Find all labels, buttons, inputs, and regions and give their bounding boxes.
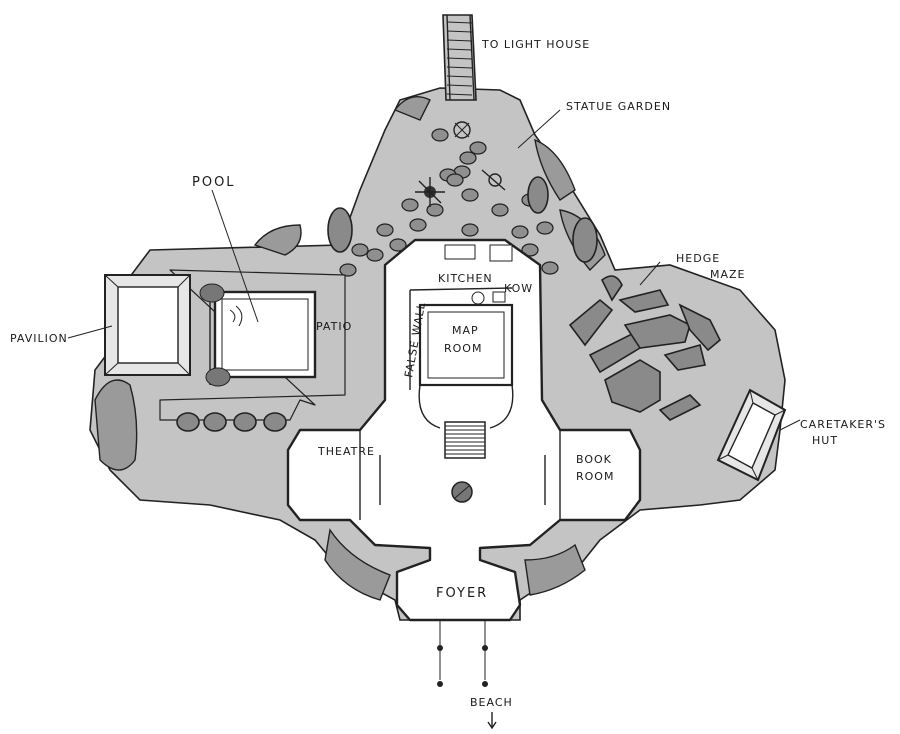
stepping-stone — [431, 128, 449, 142]
label-book-room-line1: BOOK — [576, 453, 612, 466]
lighthouse-path[interactable] — [446, 14, 475, 101]
pool[interactable] — [213, 290, 317, 379]
label-lighthouse: TO LIGHT HOUSE — [481, 38, 590, 51]
stepping-stone — [339, 263, 357, 277]
label-caretakers-line1: CARETAKER'S — [800, 418, 886, 431]
stepping-stone — [459, 151, 477, 165]
lounger-icon — [199, 283, 225, 303]
beach-path[interactable] — [437, 620, 497, 730]
label-kitchen: KITCHEN — [438, 272, 493, 285]
ladder-rung — [446, 84, 473, 87]
stepping-stone — [366, 248, 384, 262]
ladder-rung — [446, 57, 473, 60]
caretakers-hut[interactable] — [716, 388, 801, 482]
hedge-bush — [203, 412, 227, 432]
label-beach: BEACH — [470, 696, 513, 709]
emblem-icon — [451, 481, 473, 503]
label-hedge-maze-line1: HEDGE — [676, 252, 720, 265]
hedge-bush — [233, 412, 257, 432]
lighthouse-path-ground — [442, 14, 477, 101]
label-foyer: FOYER — [436, 586, 488, 601]
shrub-west-upper — [253, 224, 302, 256]
label-caretakers-line2: HUT — [812, 434, 838, 447]
label-theatre: THEATRE — [317, 445, 375, 458]
pool-pointer — [211, 189, 259, 323]
hedge-bush — [263, 412, 287, 432]
ladder-rung — [446, 30, 473, 33]
stepping-stone — [511, 225, 529, 239]
statue-icon — [415, 177, 445, 207]
label-hedge-maze-line2: MAZE — [710, 268, 746, 281]
stepping-stone — [351, 243, 369, 257]
topiary — [327, 207, 353, 253]
label-book-room-line2: ROOM — [576, 470, 614, 483]
ladder-rung — [446, 66, 473, 69]
statue-icon — [481, 169, 506, 191]
ladder-rung — [446, 93, 473, 96]
shrub-south-right — [524, 543, 586, 596]
label-patio: PATIO — [316, 320, 352, 333]
stepping-stone — [469, 141, 487, 155]
ladder-rung — [446, 75, 473, 78]
ladder-rung — [446, 21, 473, 24]
stepping-stone — [426, 203, 444, 217]
stepping-stone — [401, 198, 419, 212]
ladder-rung — [446, 48, 473, 51]
statue-garden[interactable] — [339, 121, 559, 277]
stepping-stone — [446, 173, 464, 187]
shrub-left — [94, 379, 138, 471]
map-room[interactable] — [418, 303, 514, 387]
topiary — [572, 217, 598, 263]
stepping-stone — [376, 223, 394, 237]
hedge-maze-pointer — [639, 261, 661, 286]
shrub-top-left — [393, 96, 431, 121]
label-statue-garden: STATUE GARDEN — [566, 100, 671, 113]
label-map-room-line2: ROOM — [444, 342, 482, 355]
label-pavilion: PAVILION — [10, 332, 68, 345]
stepping-stone — [389, 238, 407, 252]
hedge-maze[interactable] — [568, 261, 721, 421]
shrub-right-1 — [534, 138, 576, 201]
house[interactable] — [286, 238, 642, 622]
hut-pointer — [779, 419, 801, 431]
stepping-stone — [409, 218, 427, 232]
stepping-stone — [536, 221, 554, 235]
topiary — [527, 176, 549, 214]
stairs[interactable] — [418, 384, 514, 459]
stepping-stone — [521, 243, 539, 257]
hedge-bush — [176, 412, 200, 432]
pavilion-pointer — [67, 325, 113, 339]
pavilion[interactable] — [67, 274, 191, 376]
ladder-rung — [446, 39, 473, 42]
lounger-icon — [205, 367, 231, 387]
stepping-stone — [461, 223, 479, 237]
stepping-stone — [541, 261, 559, 275]
stepping-stone — [491, 203, 509, 217]
shrub-south-left — [324, 528, 391, 601]
label-pool: POOL — [192, 175, 236, 190]
stepping-stone — [461, 188, 479, 202]
statue-icon — [453, 121, 471, 139]
statue-garden-pointer — [517, 109, 561, 149]
label-map-room-line1: MAP — [452, 324, 479, 337]
patio-area[interactable] — [159, 176, 598, 432]
label-kow: KOW — [504, 282, 533, 295]
